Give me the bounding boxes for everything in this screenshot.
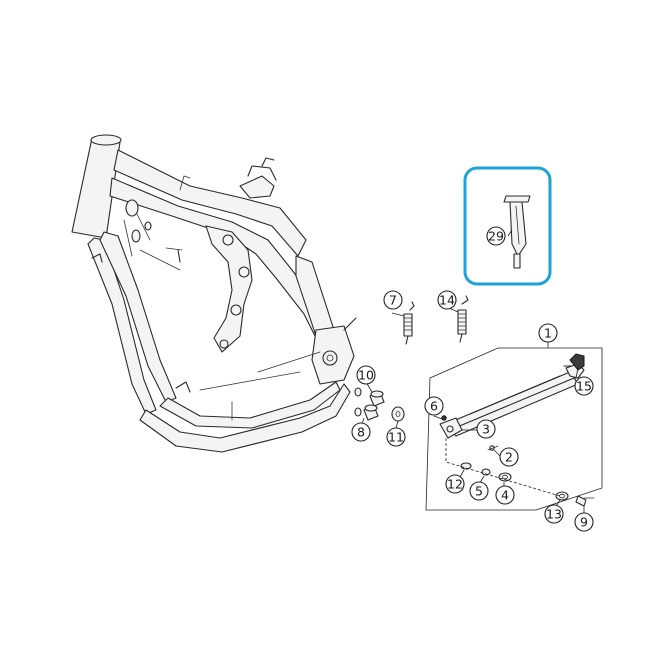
svg-text:2: 2 xyxy=(505,450,513,465)
motorcycle-frame xyxy=(71,134,357,453)
svg-text:29: 29 xyxy=(488,229,504,244)
svg-text:5: 5 xyxy=(475,484,483,499)
highlighted-tool-box[interactable] xyxy=(463,166,552,286)
svg-text:8: 8 xyxy=(357,425,365,440)
callout-13[interactable]: 13 xyxy=(544,504,564,524)
svg-text:15: 15 xyxy=(576,379,592,394)
callout-3[interactable]: 3 xyxy=(476,419,496,439)
svg-text:14: 14 xyxy=(439,293,455,308)
callout-5[interactable]: 5 xyxy=(469,481,489,501)
svg-text:10: 10 xyxy=(358,368,374,383)
svg-text:7: 7 xyxy=(389,293,397,308)
callout-14[interactable]: 14 xyxy=(437,290,457,310)
callout-11[interactable]: 11 xyxy=(386,427,406,447)
callout-2[interactable]: 2 xyxy=(499,447,519,467)
assembly-outline xyxy=(425,347,603,511)
callout-6[interactable]: 6 xyxy=(424,396,444,416)
callout-8[interactable]: 8 xyxy=(351,422,371,442)
callout-29[interactable]: 29 xyxy=(486,226,506,246)
callout-10[interactable]: 10 xyxy=(356,365,376,385)
special-tool-29 xyxy=(503,195,531,269)
callout-15[interactable]: 15 xyxy=(574,376,594,396)
callouts: 1 2 3 4 5 6 7 8 xyxy=(351,226,594,532)
callout-4[interactable]: 4 xyxy=(495,485,515,505)
svg-text:9: 9 xyxy=(580,515,588,530)
svg-text:4: 4 xyxy=(501,488,509,503)
svg-text:3: 3 xyxy=(482,422,490,437)
callout-9[interactable]: 9 xyxy=(574,512,594,532)
callout-7[interactable]: 7 xyxy=(383,290,403,310)
svg-text:12: 12 xyxy=(447,477,463,492)
svg-text:13: 13 xyxy=(546,507,562,522)
svg-text:11: 11 xyxy=(388,430,404,445)
callout-12[interactable]: 12 xyxy=(445,474,465,494)
svg-text:6: 6 xyxy=(430,399,438,414)
loose-parts xyxy=(354,295,469,422)
svg-text:1: 1 xyxy=(544,326,552,341)
highlight-border xyxy=(463,166,552,286)
callout-1[interactable]: 1 xyxy=(538,323,558,343)
